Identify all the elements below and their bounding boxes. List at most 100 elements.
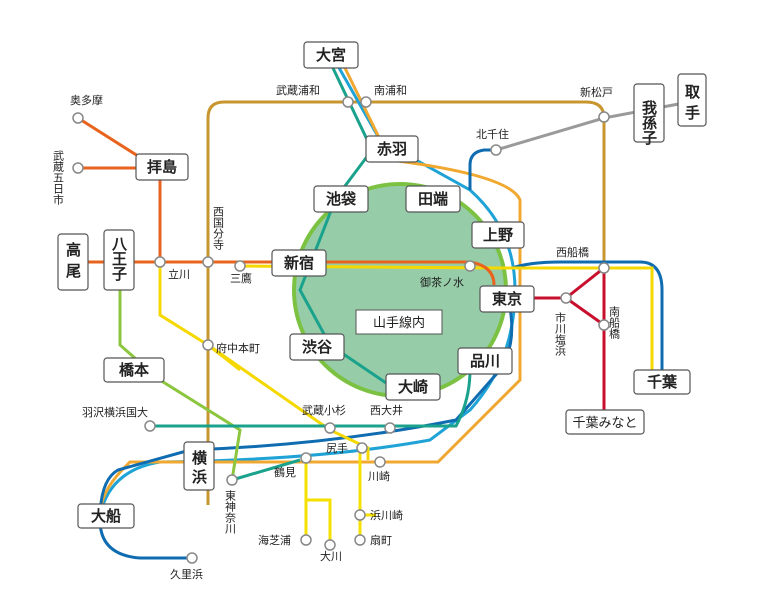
- box-text-omiya: 大宮: [316, 46, 346, 64]
- station-musashi-urawa[interactable]: [342, 96, 354, 108]
- label-hama-kawasaki: 浜川崎: [370, 508, 403, 522]
- label-nishi-kokubunji: 西国分寺: [212, 206, 225, 250]
- box-haijima[interactable]: [135, 153, 189, 181]
- label-musashi-urawa: 武蔵浦和: [276, 84, 320, 97]
- station-tachikawa[interactable]: [154, 256, 166, 268]
- joban-line: [495, 98, 701, 152]
- box-chiba[interactable]: [633, 369, 691, 395]
- label-mitaka: 三鷹: [230, 271, 252, 285]
- station-minami-funabashi[interactable]: [598, 319, 610, 331]
- tsurumi-line: [304, 448, 376, 545]
- keihin-tohoku-line: [98, 65, 517, 516]
- station-okawa[interactable]: [324, 539, 336, 551]
- joban-local-line: [468, 148, 496, 190]
- box-ueno[interactable]: [471, 221, 525, 249]
- station-nishi-funabashi[interactable]: [598, 262, 610, 274]
- station-ichikawa-shiohama[interactable]: [560, 292, 572, 304]
- box-text-ikebukuro: 池袋: [326, 190, 357, 208]
- label-okawa: 大川: [320, 549, 342, 563]
- box-text-shibuya: 渋谷: [302, 338, 333, 356]
- sotetsu-link: [150, 369, 472, 428]
- box-text-tokyo: 東京: [492, 290, 522, 308]
- nambu-link: [231, 458, 301, 482]
- box-text-toride: 取手: [683, 84, 701, 126]
- box-text-chiba-minato: 千葉みなと: [572, 416, 637, 431]
- station-mitaka[interactable]: [234, 260, 246, 272]
- box-text-shinagawa: 品川: [470, 352, 500, 370]
- label-minami-funabashi: 南船橋: [608, 306, 621, 340]
- box-shibuya[interactable]: [289, 333, 345, 361]
- station-higashi-kanagawa[interactable]: [226, 474, 238, 486]
- label-ochanomizu: 御茶ノ水: [420, 275, 464, 289]
- box-tokyo[interactable]: [479, 285, 535, 313]
- station-nishi-oi[interactable]: [384, 422, 396, 434]
- box-hashimoto[interactable]: [103, 357, 165, 383]
- label-nishi-oi: 西大井: [370, 403, 403, 417]
- box-chiba-minato[interactable]: [565, 409, 645, 435]
- box-text-chiba: 千葉: [647, 373, 678, 391]
- box-ikebukuro[interactable]: [313, 185, 369, 213]
- label-hazawa: 羽沢横浜国大: [82, 405, 148, 419]
- label-kita-senju: 北千住: [476, 127, 509, 141]
- center-label: 山手線内: [373, 315, 425, 331]
- label-tachikawa: 立川: [168, 267, 190, 281]
- label-musashi-itsukaichi: 武蔵五日市: [52, 150, 65, 206]
- station-tsurumi[interactable]: [300, 452, 312, 464]
- station-boxes: [57, 41, 707, 529]
- station-minami-urawa[interactable]: [360, 96, 372, 108]
- label-musashi-kosugi: 武蔵小杉: [302, 403, 346, 417]
- station-itsukaichi[interactable]: [72, 162, 84, 174]
- station-dots: [72, 96, 610, 564]
- box-osaki[interactable]: [385, 373, 441, 401]
- station-ochanomizu[interactable]: [464, 260, 476, 272]
- box-text-shinjuku: 新宿: [284, 254, 314, 272]
- box-yokohama[interactable]: [183, 441, 215, 491]
- station-fuchu-hommachi[interactable]: [202, 339, 214, 351]
- box-text-tabata: 田端: [418, 190, 448, 208]
- label-shiraite: 尻手: [326, 441, 348, 455]
- label-ogimachi: 扇町: [370, 533, 392, 547]
- label-shin-matsudo: 新松戸: [580, 85, 613, 99]
- box-takao[interactable]: [57, 233, 89, 291]
- box-text-hachioji: 八王子: [110, 236, 128, 282]
- label-minami-urawa: 南浦和: [374, 84, 407, 97]
- box-omiya[interactable]: [303, 41, 359, 69]
- station-hazawa[interactable]: [144, 420, 156, 432]
- station-shin-matsudo[interactable]: [598, 111, 610, 123]
- box-akabane[interactable]: [365, 135, 419, 163]
- label-nishi-funabashi: 西船橋: [556, 245, 589, 259]
- station-kita-senju[interactable]: [490, 144, 502, 156]
- box-tabata[interactable]: [405, 185, 461, 213]
- box-ofuna[interactable]: [77, 503, 135, 529]
- box-text-takao: 高尾: [64, 241, 82, 284]
- box-abiko[interactable]: [633, 83, 665, 143]
- keiyo-line: [530, 264, 606, 420]
- chuo-sobu-line-east: [239, 264, 654, 380]
- box-shinagawa[interactable]: [457, 347, 513, 375]
- box-text-haijima: 拝島: [147, 158, 177, 176]
- chuo-sobu-line: [158, 262, 370, 460]
- tokaido-line: [98, 65, 522, 516]
- box-shinjuku[interactable]: [271, 249, 327, 277]
- label-umi-shibaura: 海芝浦: [258, 533, 291, 547]
- station-nishi-kokubunji[interactable]: [202, 256, 214, 268]
- station-umi-shibaura[interactable]: [300, 534, 312, 546]
- box-text-akabane: 赤羽: [377, 140, 407, 158]
- station-kurihama[interactable]: [186, 552, 198, 564]
- station-shiraite[interactable]: [356, 442, 368, 454]
- label-kawasaki: 川崎: [368, 469, 390, 483]
- station-okutama[interactable]: [72, 112, 84, 124]
- label-ichikawa-shiohama: 市川塩浜: [554, 311, 567, 357]
- label-tsurumi: 鶴見: [274, 465, 296, 479]
- keiyo-branch: [565, 296, 605, 327]
- label-okutama: 奥多摩: [70, 93, 103, 107]
- label-fuchu-hommachi: 府中本町: [216, 341, 260, 355]
- box-toride[interactable]: [677, 73, 707, 127]
- label-higashi-kanagawa: 東神奈川: [224, 490, 237, 534]
- station-musashi-kosugi[interactable]: [324, 422, 336, 434]
- box-hachioji[interactable]: [103, 229, 135, 291]
- station-kawasaki[interactable]: [374, 456, 386, 468]
- station-ogimachi[interactable]: [354, 534, 366, 546]
- station-hama-kawasaki[interactable]: [354, 509, 366, 521]
